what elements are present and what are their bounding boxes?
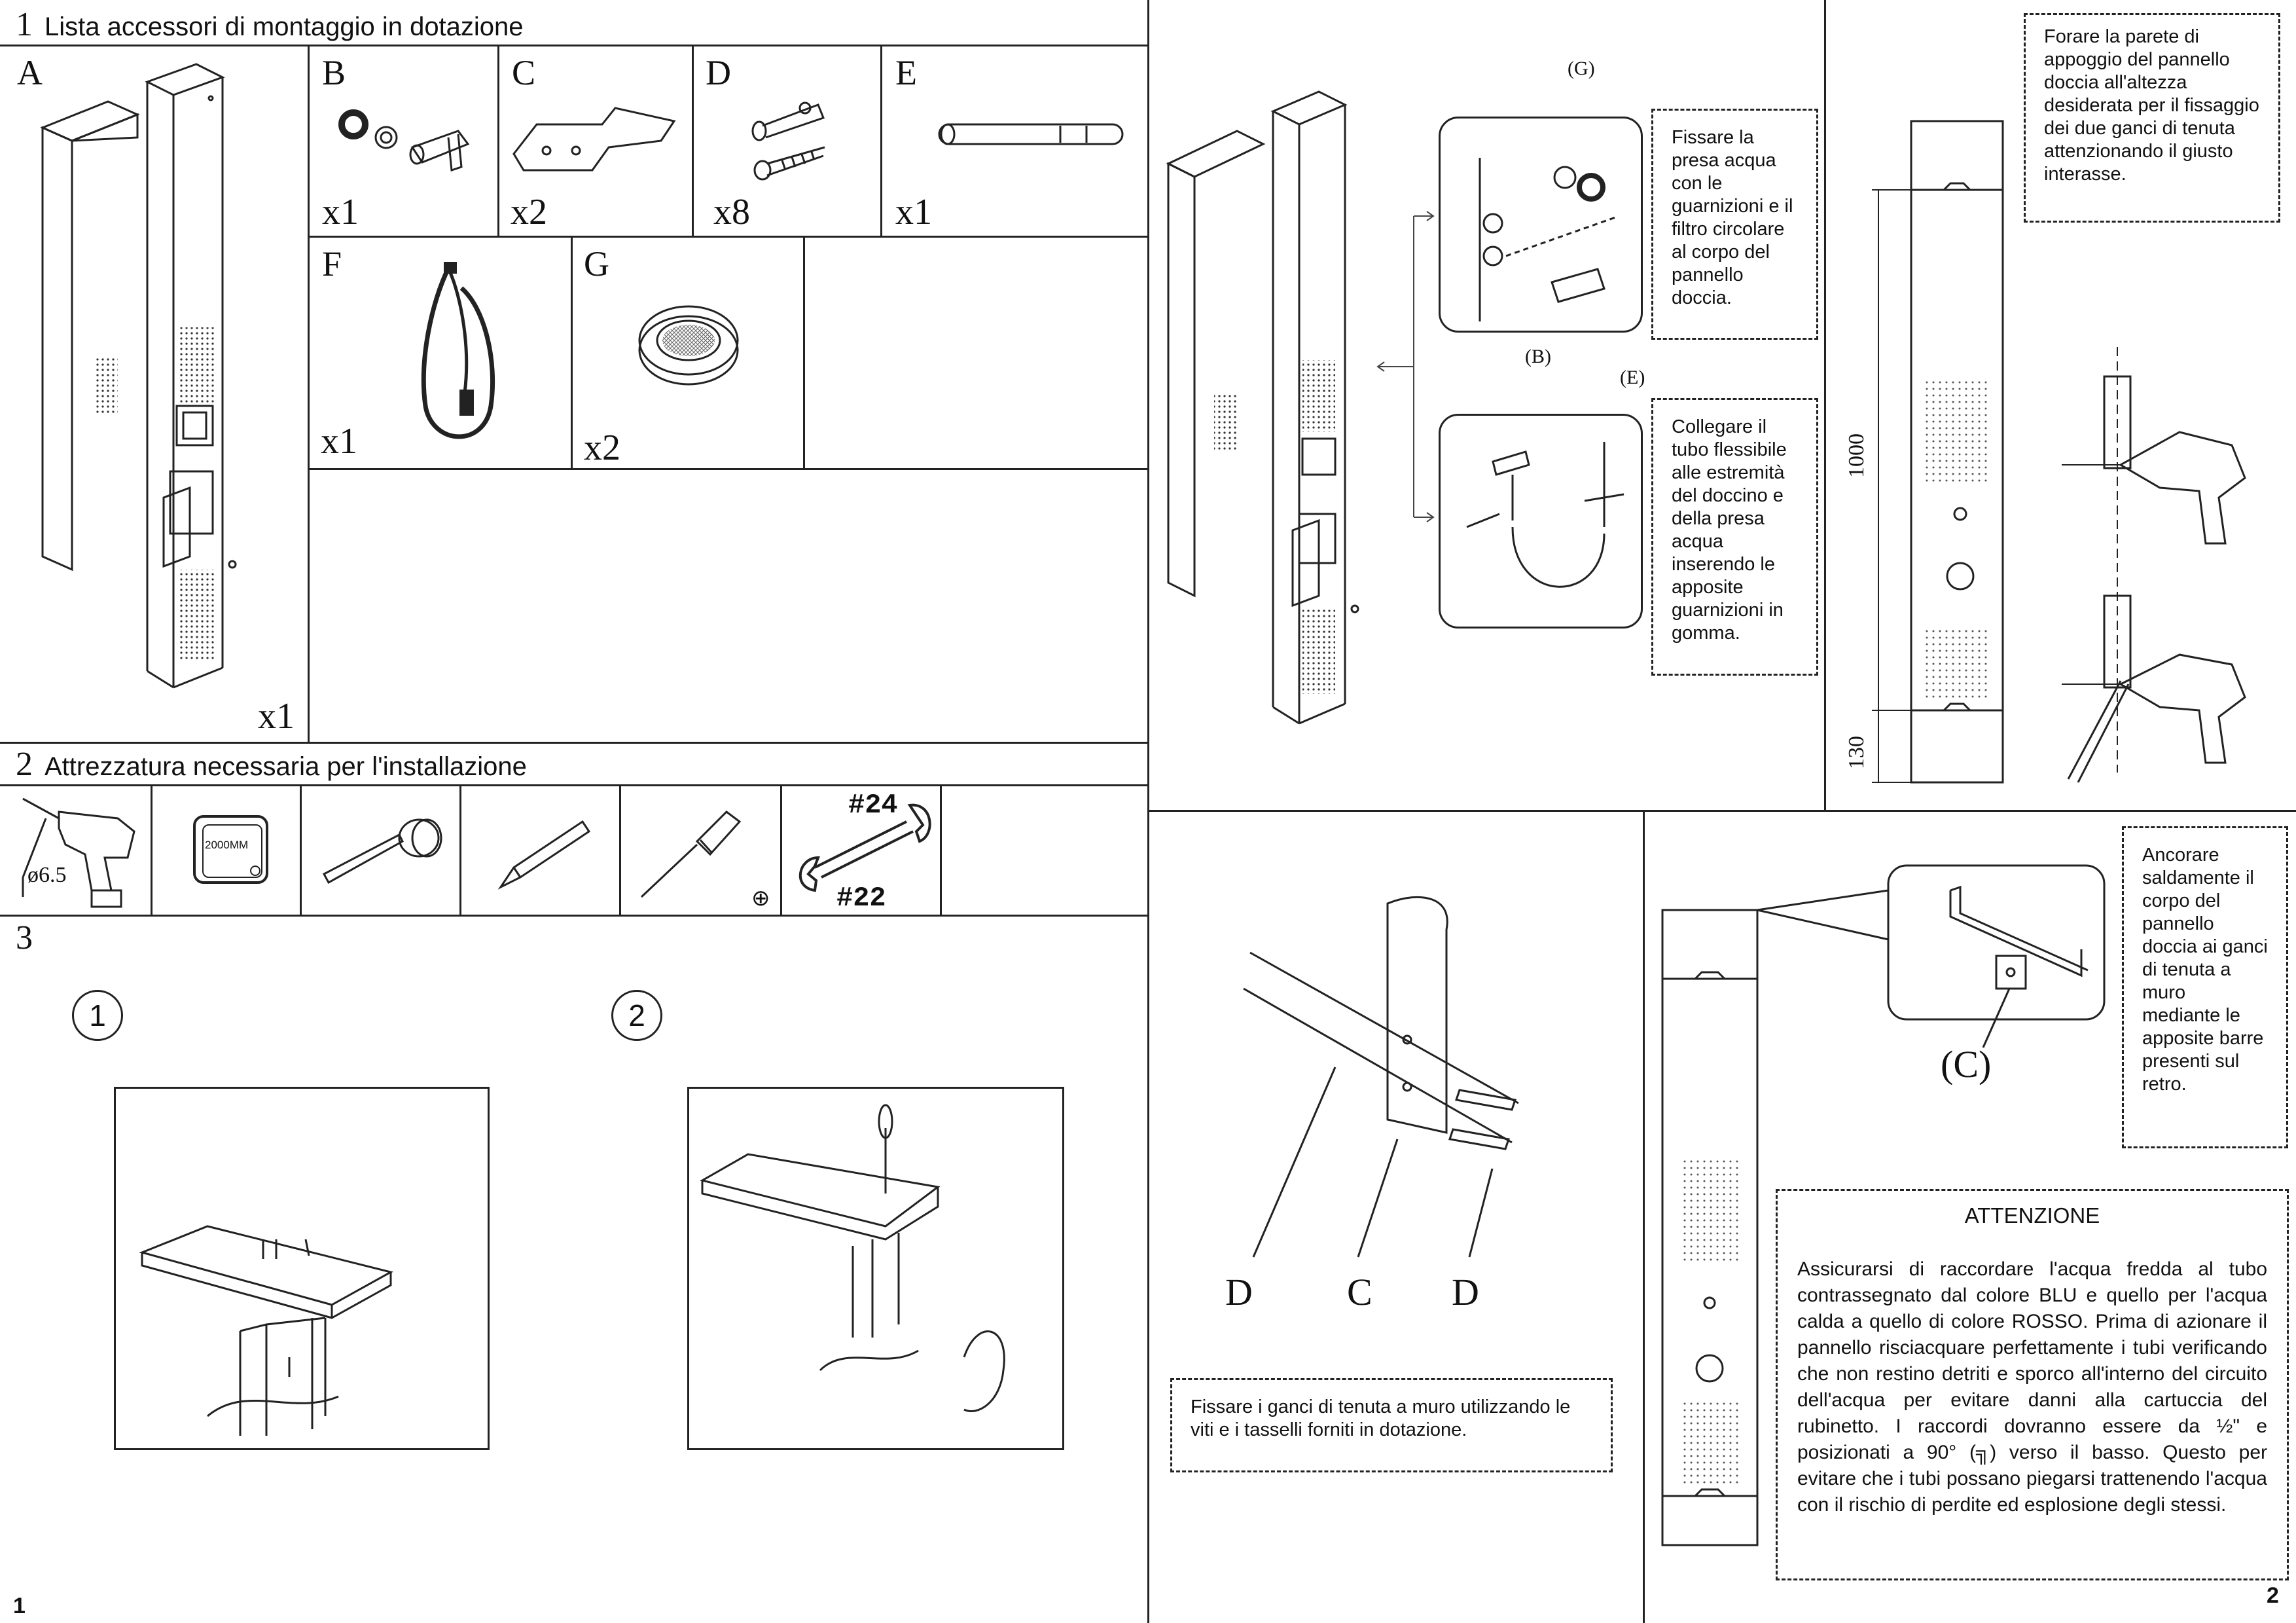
warning-title: ATTENZIONE xyxy=(1964,1203,2100,1228)
divider xyxy=(308,468,1148,470)
wrench-size-24: #24 xyxy=(848,790,898,821)
drill-bit-size: ø6.5 xyxy=(27,863,67,887)
bracket-detail-c xyxy=(1949,885,2089,1048)
callout-g: (G) xyxy=(1568,58,1595,79)
divider xyxy=(0,45,1148,46)
detail-connector-arrows xyxy=(1376,211,1435,522)
section-1-number: 1 xyxy=(16,6,33,43)
divider xyxy=(692,45,694,237)
divider xyxy=(459,784,461,915)
tape-measure-length: 2000MM xyxy=(205,839,249,851)
page-number-right: 2 xyxy=(2267,1583,2279,1608)
dimension-130: 130 xyxy=(1844,736,1869,769)
part-qty-c: x2 xyxy=(511,192,547,232)
section-1-title: 1 Lista accessori di montaggio in dotazio… xyxy=(16,5,524,44)
part-letter-c: C xyxy=(512,53,536,92)
divider xyxy=(940,784,942,915)
divider xyxy=(803,236,805,469)
flexible-hose-icon xyxy=(421,262,495,439)
part-qty-e: x1 xyxy=(895,192,932,232)
hammer-icon xyxy=(322,818,442,884)
divider xyxy=(1148,810,2296,812)
divider xyxy=(151,784,152,915)
water-outlet-icon xyxy=(338,109,470,172)
step-2-marker: 2 xyxy=(611,990,662,1041)
drilling-diagram xyxy=(1872,120,2246,784)
part-letter-e: E xyxy=(895,53,917,92)
hand-shower-icon xyxy=(938,123,1124,145)
warning-body: Assicurarsi di raccordare l'acqua fredda… xyxy=(1797,1258,2267,1516)
dimension-1000: 1000 xyxy=(1844,433,1869,478)
part-letter-g: G xyxy=(584,244,609,283)
section-2-title: 2 Attrezzatura necessaria per l'installaz… xyxy=(16,745,527,784)
divider xyxy=(780,784,782,915)
page-number-left: 1 xyxy=(13,1594,26,1618)
label-c: C xyxy=(1347,1271,1372,1313)
divider xyxy=(1824,0,1826,811)
detail-hose-box xyxy=(1439,414,1643,629)
part-qty-b: x1 xyxy=(322,192,359,232)
divider xyxy=(1643,810,1645,1623)
section-2-label: Attrezzatura necessaria per l'installazi… xyxy=(45,752,527,781)
divider xyxy=(0,915,1148,917)
wrench-size-22: #22 xyxy=(836,883,886,914)
divider xyxy=(308,45,310,742)
note-fix-brackets: Fissare i ganci di tenuta a muro utilizz… xyxy=(1170,1378,1613,1472)
screws-anchors-icon xyxy=(751,101,825,181)
section-2-number: 2 xyxy=(16,746,33,783)
step-2-figure xyxy=(687,1087,1064,1450)
phillips-symbol: ⊕ xyxy=(751,886,770,911)
note-drill-wall: Forare la parete di appoggio del pannell… xyxy=(2024,13,2280,223)
part-letter-f: F xyxy=(322,244,342,283)
section-3-number: 3 xyxy=(16,919,33,957)
tape-measure-icon: 2000MM xyxy=(193,815,268,884)
divider xyxy=(497,45,499,237)
divider xyxy=(571,236,573,469)
panel-side-view xyxy=(1166,90,1359,725)
part-qty-a: x1 xyxy=(258,696,295,737)
divider xyxy=(300,784,302,915)
step-1-figure xyxy=(114,1087,490,1450)
warning-box: ATTENZIONE Assicurarsi di raccordare l'a… xyxy=(1776,1189,2289,1580)
part-qty-g: x2 xyxy=(584,428,620,468)
shower-panel-illustration xyxy=(40,63,237,689)
callout-b: (B) xyxy=(1525,346,1551,367)
divider xyxy=(0,784,1148,786)
wrench-icon xyxy=(798,803,931,892)
callout-c: (C) xyxy=(1941,1043,1992,1085)
drill-icon xyxy=(22,797,135,908)
note-connect-hose: Collegare il tubo flessibile alle estrem… xyxy=(1651,398,1818,676)
label-d-left: D xyxy=(1225,1271,1253,1313)
divider xyxy=(619,784,621,915)
note-fix-outlet: Fissare la presa acqua con le guarnizion… xyxy=(1651,109,1818,340)
note-anchor-panel: Ancorare saldamente il corpo del pannell… xyxy=(2122,826,2288,1148)
part-letter-d: D xyxy=(706,53,731,92)
bracket-fixing-diagram xyxy=(1243,896,1519,1258)
step-1-marker: 1 xyxy=(72,990,123,1041)
pencil-icon xyxy=(497,820,591,890)
part-letter-b: B xyxy=(322,53,346,92)
round-filter-icon xyxy=(638,305,739,386)
part-qty-f: x1 xyxy=(321,421,357,462)
part-qty-d: x8 xyxy=(713,192,750,232)
callout-e: (E) xyxy=(1620,367,1645,388)
section-1-label: Lista accessori di montaggio in dotazion… xyxy=(45,12,524,41)
divider xyxy=(880,45,882,237)
part-letter-a: A xyxy=(17,53,43,92)
divider xyxy=(0,742,1148,744)
wall-bracket-icon xyxy=(512,107,676,172)
screwdriver-icon xyxy=(640,811,742,898)
divider xyxy=(308,236,1148,238)
detail-outlet-box xyxy=(1439,117,1643,333)
label-d-right: D xyxy=(1452,1271,1479,1313)
section-3-title: 3 xyxy=(16,919,45,957)
anchoring-diagram xyxy=(1661,864,2106,1546)
